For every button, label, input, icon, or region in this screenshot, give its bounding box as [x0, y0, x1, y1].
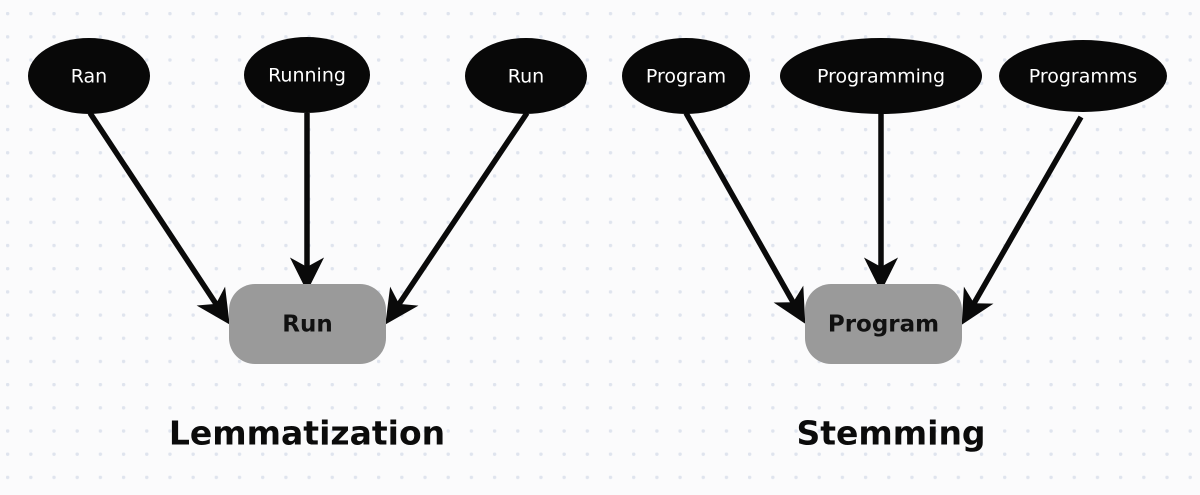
ellipse-run[interactable]: [465, 38, 587, 114]
result-node-program[interactable]: Program: [805, 284, 962, 364]
ellipse-programms-label: Programms: [1029, 66, 1138, 88]
source-node-ran[interactable]: Ran: [28, 38, 150, 114]
result-box-run[interactable]: [229, 284, 386, 364]
source-node-running[interactable]: Running: [244, 37, 370, 113]
source-node-run[interactable]: Run: [465, 38, 587, 114]
ellipse-running-label: Running: [268, 65, 346, 87]
ellipse-ran-label: Ran: [71, 66, 107, 88]
result-box-program-label: Program: [828, 312, 939, 338]
caption-stemming: Stemming: [796, 414, 985, 453]
group-lemmatization: Run Ran Running Run Lemmatization: [28, 37, 587, 453]
ellipse-program[interactable]: [622, 38, 750, 114]
ellipse-programming[interactable]: [780, 38, 982, 114]
ellipse-programms[interactable]: [999, 40, 1167, 112]
ellipse-ran[interactable]: [28, 38, 150, 114]
ellipse-run-label: Run: [508, 66, 544, 88]
edge-program-to-program: [683, 111, 806, 324]
source-node-programms[interactable]: Programms: [999, 40, 1167, 112]
edge-programms-to-program: [961, 115, 1084, 325]
result-node-run[interactable]: Run: [229, 284, 386, 364]
edge-run-to-run: [385, 111, 530, 325]
source-node-programming[interactable]: Programming: [780, 38, 982, 114]
result-box-program[interactable]: [805, 284, 962, 364]
edges-lemmatization: [87, 111, 530, 325]
result-box-run-label: Run: [282, 312, 332, 338]
group-stemming: Program Program Programming Programms St…: [622, 38, 1167, 453]
ellipse-programming-label: Programming: [817, 66, 945, 88]
ellipse-running[interactable]: [244, 37, 370, 113]
edges-stemming: [683, 111, 1084, 325]
ellipse-program-label: Program: [646, 66, 726, 88]
source-node-program[interactable]: Program: [622, 38, 750, 114]
caption-lemmatization: Lemmatization: [169, 414, 445, 453]
edge-ran-to-run: [87, 111, 230, 325]
